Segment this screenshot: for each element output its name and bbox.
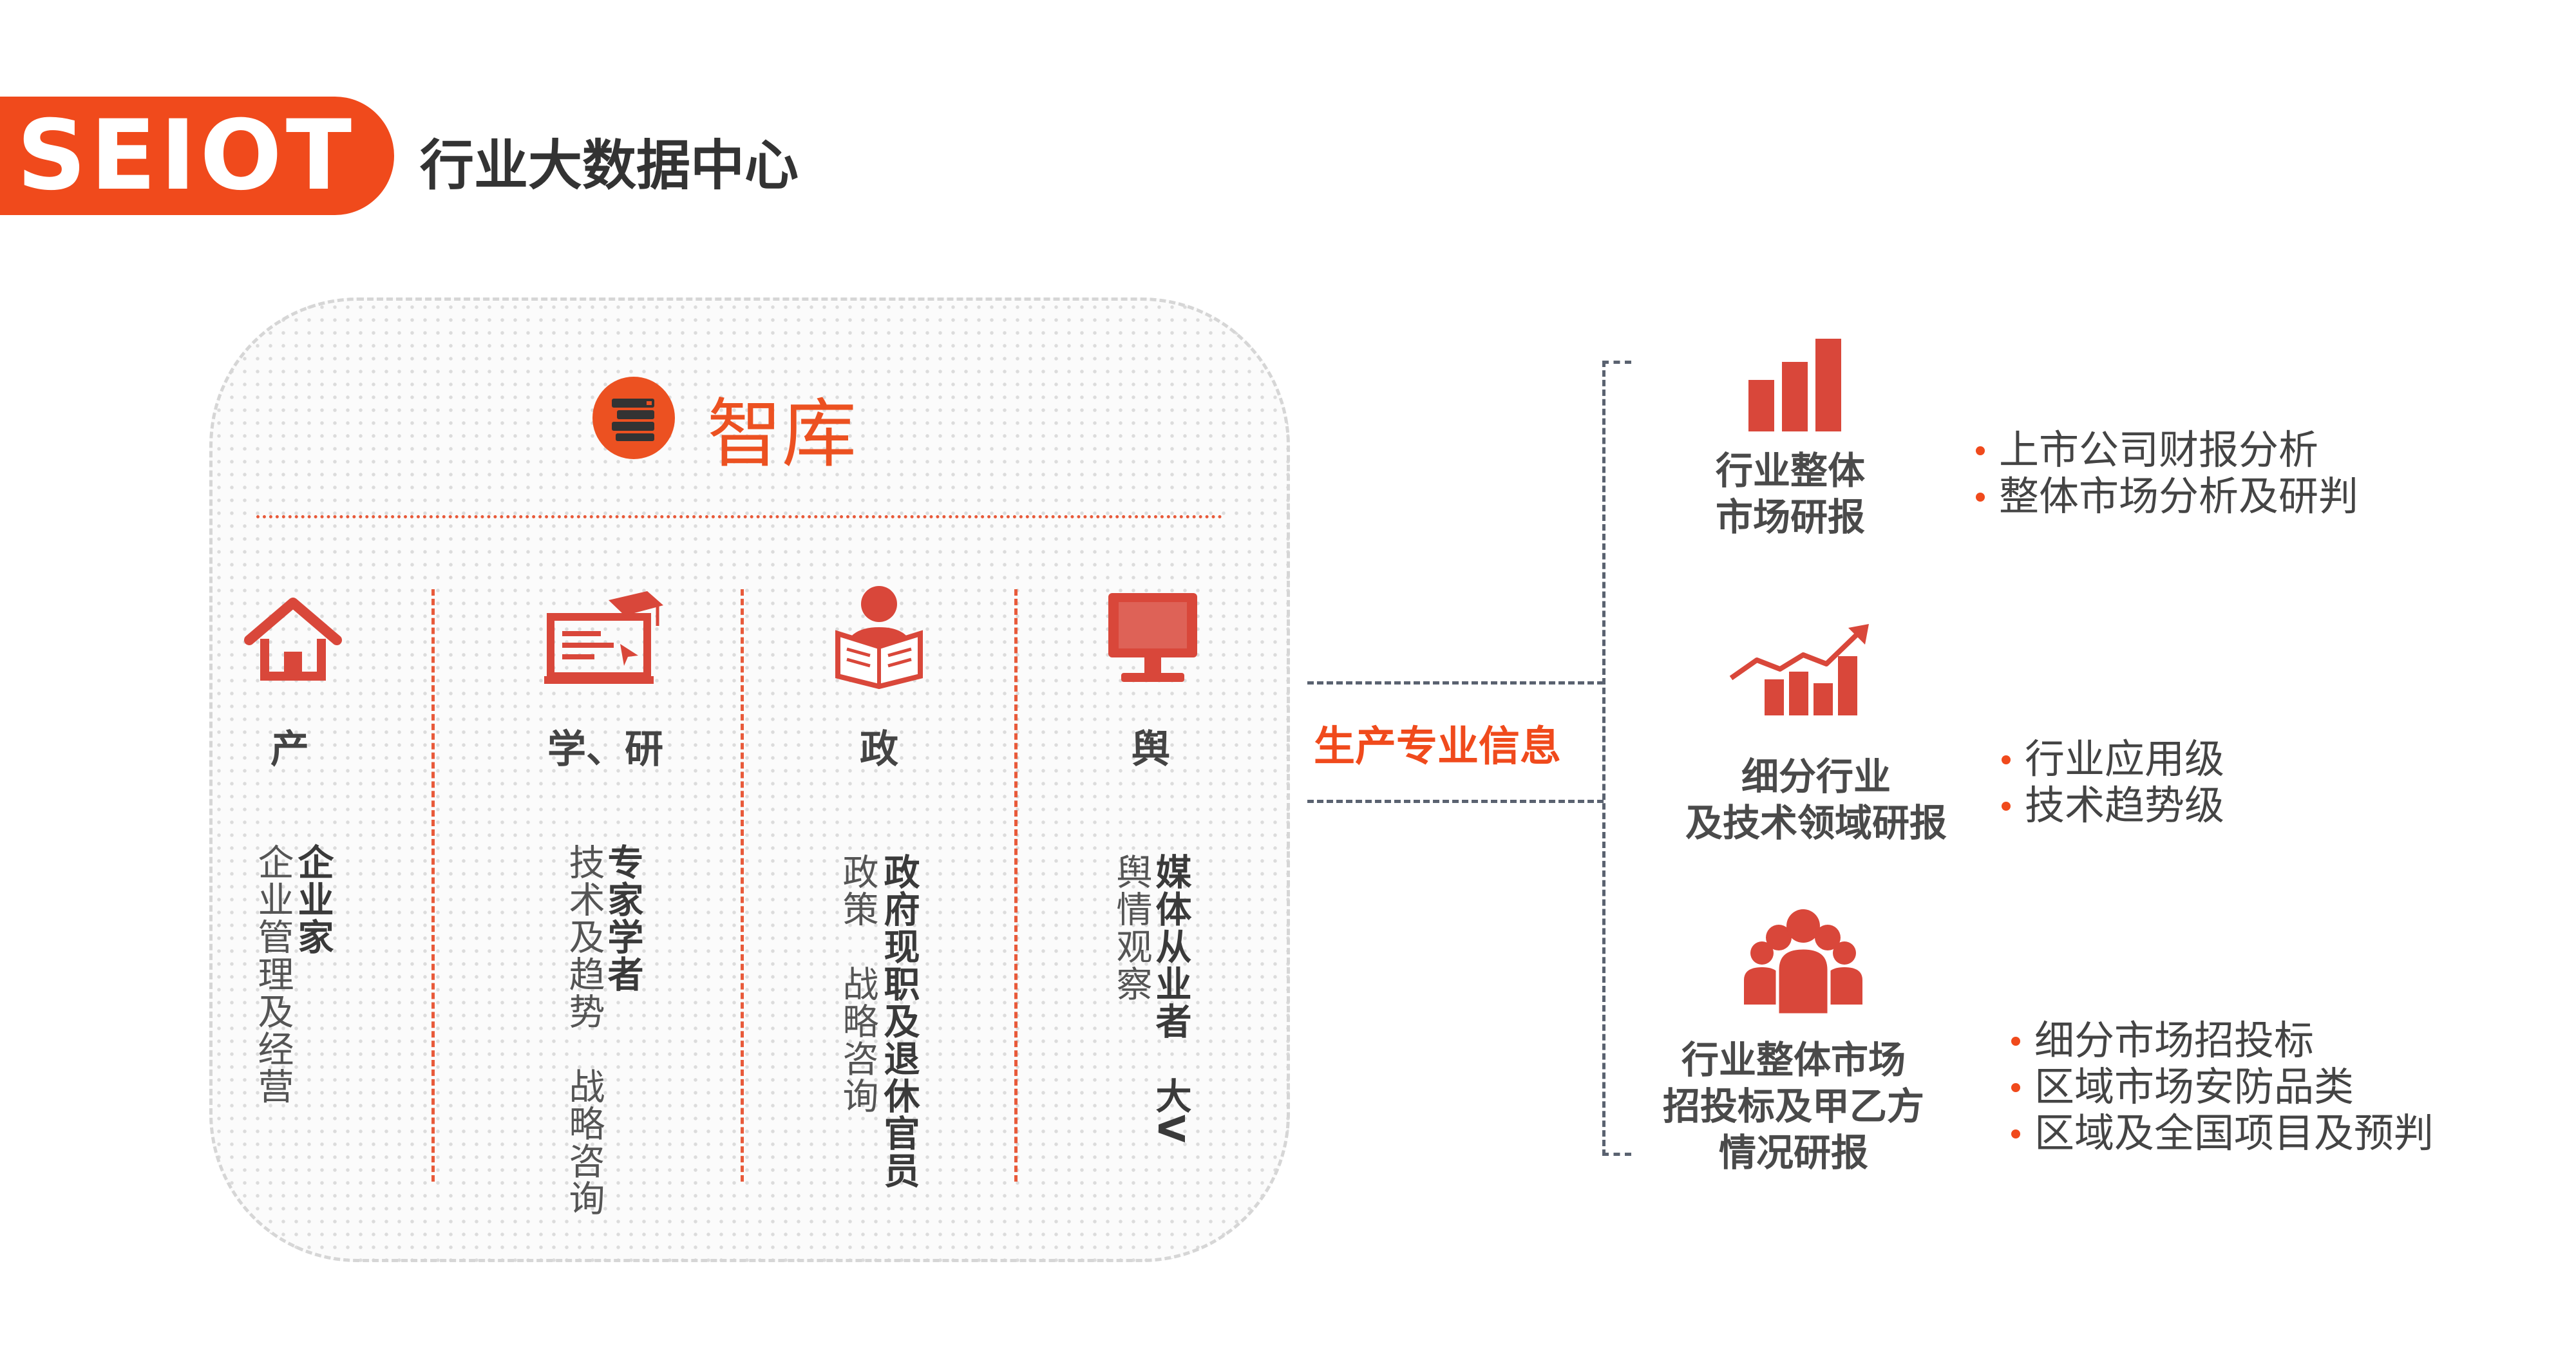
list-item: 细分市场招投标 bbox=[2006, 1017, 2434, 1064]
output-title-bidding-report: 行业整体市场 招投标及甲乙方 情况研报 bbox=[1649, 1037, 1938, 1176]
role-title-industry: 企业家 bbox=[292, 844, 334, 956]
role-desc-industry: 企业管理及经营 bbox=[252, 844, 294, 1105]
role-title-public-opinion: 媒体从业者 大V bbox=[1150, 853, 1191, 1144]
output-bullets-market-report: 上市公司财报分析 整体市场分析及研判 bbox=[1971, 427, 2358, 520]
logo: SEIOT bbox=[17, 100, 356, 212]
monitor-icon bbox=[1104, 589, 1208, 692]
connector-label: 生产专业信息 bbox=[1314, 723, 1561, 771]
column-separator bbox=[431, 589, 435, 1182]
column-separator bbox=[1014, 589, 1018, 1182]
column-separator bbox=[741, 589, 744, 1182]
role-title-academia: 专家学者 bbox=[601, 844, 643, 993]
connector-line-bottom bbox=[1307, 800, 1604, 803]
role-title-government: 政府现职及退休官员 bbox=[878, 853, 920, 1189]
category-label-public-opinion: 舆 bbox=[1132, 727, 1170, 772]
house-icon bbox=[242, 586, 345, 689]
list-item: 区域市场安防品类 bbox=[2006, 1064, 2434, 1110]
list-item: 上市公司财报分析 bbox=[1971, 427, 2358, 473]
output-title-line: 招投标及甲乙方 bbox=[1662, 1084, 1924, 1128]
list-item: 整体市场分析及研判 bbox=[1971, 473, 2358, 520]
output-title-line: 及技术领域研报 bbox=[1685, 801, 1947, 845]
output-title-line: 情况研报 bbox=[1718, 1131, 1868, 1175]
output-title-segment-report: 细分行业 及技术领域研报 bbox=[1649, 753, 1984, 846]
output-bullets-segment-report: 行业应用级 技术趋势级 bbox=[1996, 736, 2224, 829]
output-bullets-bidding-report: 细分市场招投标 区域市场安防品类 区域及全国项目及预判 bbox=[2006, 1017, 2434, 1157]
output-bracket bbox=[1602, 361, 1631, 1156]
books-icon bbox=[592, 377, 675, 459]
role-desc-government: 政策 战略咨询 bbox=[837, 853, 878, 1115]
output-title-line: 细分行业 bbox=[1741, 755, 1891, 798]
role-desc-academia: 技术及趋势 战略咨询 bbox=[563, 844, 605, 1217]
output-title-line: 市场研报 bbox=[1715, 495, 1865, 539]
think-tank-title: 智库 bbox=[707, 391, 857, 478]
category-label-government: 政 bbox=[860, 727, 898, 772]
think-tank-panel bbox=[209, 298, 1290, 1262]
connector-line-top bbox=[1307, 681, 1604, 685]
list-item: 行业应用级 bbox=[1996, 736, 2224, 782]
output-title-line: 行业整体 bbox=[1715, 449, 1865, 493]
graduation-cap-laptop-icon bbox=[544, 586, 667, 689]
bar-chart-icon bbox=[1742, 335, 1852, 431]
category-label-academia: 学、研 bbox=[547, 727, 663, 772]
divider bbox=[256, 515, 1222, 518]
reading-person-icon bbox=[828, 580, 931, 690]
category-label-industry: 产 bbox=[270, 727, 309, 772]
output-title-line: 行业整体市场 bbox=[1681, 1038, 1906, 1082]
output-title-market-report: 行业整体 市场研报 bbox=[1649, 448, 1932, 540]
role-desc-public-opinion: 舆情观察 bbox=[1110, 853, 1152, 1003]
trend-chart-icon bbox=[1726, 621, 1874, 718]
page-title: 行业大数据中心 bbox=[420, 134, 799, 197]
people-group-icon bbox=[1739, 908, 1868, 1017]
list-item: 技术趋势级 bbox=[1996, 782, 2224, 829]
logo-badge bbox=[0, 97, 394, 215]
list-item: 区域及全国项目及预判 bbox=[2006, 1110, 2434, 1157]
